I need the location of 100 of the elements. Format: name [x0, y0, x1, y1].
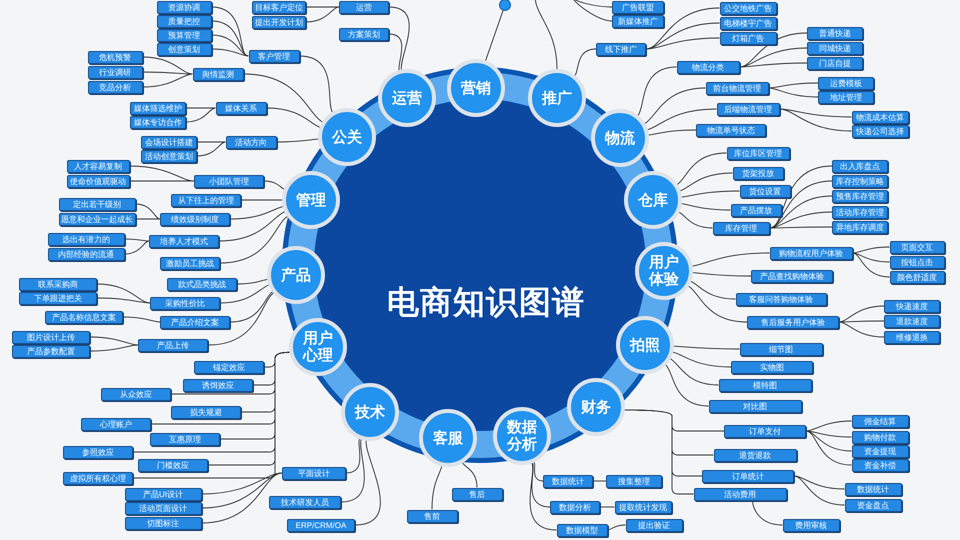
topic-box: 地址管理 [818, 90, 874, 104]
connector-line [665, 364, 709, 406]
topic-box: 人才容易复制 [66, 160, 130, 172]
connector-line [674, 346, 740, 350]
connector-line [769, 196, 832, 228]
connector-line [681, 203, 731, 210]
connector-line [852, 252, 890, 278]
connector-line [838, 306, 884, 322]
topic-box: 质量把控 [156, 14, 212, 28]
topic-box: 使命价值观驱动 [66, 174, 130, 188]
connector-line [201, 472, 282, 508]
topic-box: 产品参数配置 [12, 344, 90, 358]
connector-line [647, 108, 717, 130]
connector-line [806, 430, 852, 466]
connector-line [129, 180, 194, 182]
topic-box: 物流成本估算 [852, 110, 908, 124]
connector-line [572, 0, 612, 22]
connector-line [354, 440, 381, 526]
connector-line [90, 344, 138, 352]
topic-box: 损失规避 [171, 406, 241, 418]
topic-box: 对比图 [708, 400, 802, 412]
connector-line [530, 462, 557, 530]
connector-line [779, 108, 852, 118]
topic-box: 技术研发人员 [269, 496, 341, 508]
topic-box: 产品摆放 [730, 204, 782, 216]
topic-box: 平面设计 [282, 466, 346, 480]
topic-box: 会场设计搭建 [141, 136, 197, 148]
connector-line [592, 480, 606, 482]
connector-line [236, 278, 268, 284]
topic-box: 售前 [406, 510, 458, 522]
topic-box: 产品上传 [138, 338, 208, 352]
topic-box: 模特图 [718, 378, 812, 392]
connector-line [681, 190, 740, 198]
topic-box: 资金盘点 [844, 498, 902, 512]
connector-line [676, 152, 727, 185]
connector-line [388, 34, 402, 71]
topic-box: 页面交互 [890, 240, 944, 254]
connector-line [142, 56, 193, 74]
connector-line [752, 500, 783, 526]
connector-line [646, 38, 720, 50]
topic-box: 目标客户定位 [252, 0, 306, 14]
topic-box: 媒体专访合作 [130, 116, 186, 128]
title-text: 电商知识图谱 [387, 283, 585, 322]
connector-line [678, 212, 713, 228]
topic-box: 客户管理 [248, 50, 300, 62]
topic-box: 内部经验的流通 [48, 248, 124, 260]
connector-line [607, 524, 626, 530]
connector-line [838, 320, 884, 322]
topic-box: 维修退换 [884, 330, 940, 344]
connector-line [532, 462, 550, 508]
connector-line [196, 142, 226, 156]
topic-box: 活动费用 [694, 488, 786, 500]
connector-line [132, 352, 290, 478]
topic-box: 运费模板 [818, 76, 874, 90]
topic-box: 公交地铁广告 [720, 2, 776, 14]
topic-box: 售后 [452, 488, 502, 500]
connector-line [648, 130, 696, 136]
topic-box: 订单统计 [702, 470, 794, 482]
topic-box: 数据模型 [556, 524, 608, 536]
topic-box: 购物流程用户体验 [770, 246, 852, 260]
topic-box: 提取统计发现 [614, 500, 672, 514]
connector-line [211, 48, 249, 56]
topic-box: 媒体筛选维护 [130, 102, 186, 114]
connector-line [122, 316, 160, 322]
topic-box: 选出有潜力的 [48, 232, 124, 246]
topic-box: 细节图 [740, 342, 822, 356]
topic-box: 培养人才模式 [149, 234, 219, 248]
topic-box: 创意策划 [156, 42, 212, 56]
topic-box: 提出验证 [626, 518, 682, 532]
connector-line [646, 22, 720, 50]
connector-line [142, 72, 193, 74]
connector-line [135, 218, 160, 220]
topic-box: 颜色舒适度 [890, 270, 944, 284]
topic-box: 订单支付 [724, 424, 806, 438]
connector-line [672, 352, 732, 368]
connector-line [266, 108, 320, 128]
topic-box: 出入库盘点 [832, 160, 888, 172]
connector-line [794, 476, 845, 506]
topic-box: 门店自提 [807, 56, 863, 70]
topic-box: 心理账户 [81, 418, 151, 430]
topic-box: 同城快递 [807, 42, 863, 54]
topic-box: 快递速度 [884, 300, 940, 312]
connector-line [346, 438, 360, 474]
connector-line [264, 180, 285, 190]
connector-line [692, 252, 770, 267]
topic-box: 互惠原理 [150, 432, 220, 446]
topic-box: 产品查找购物体验 [751, 270, 833, 282]
topic-box: 资金补偿 [852, 458, 908, 472]
topic-box: 后端物流管理 [716, 102, 780, 116]
topic-box: 客服问答购物体验 [736, 292, 826, 306]
connector-line [201, 472, 282, 524]
connector-line [670, 358, 719, 386]
topic-box: 产品介绍文案 [160, 316, 230, 328]
connector-line [96, 298, 150, 304]
topic-box: 锚定效应 [194, 360, 264, 374]
connector-line [485, 10, 504, 62]
connector-line [600, 506, 615, 508]
connector-line [534, 462, 544, 482]
topic-box: 行业调研 [88, 66, 142, 78]
connector-line [806, 430, 852, 438]
